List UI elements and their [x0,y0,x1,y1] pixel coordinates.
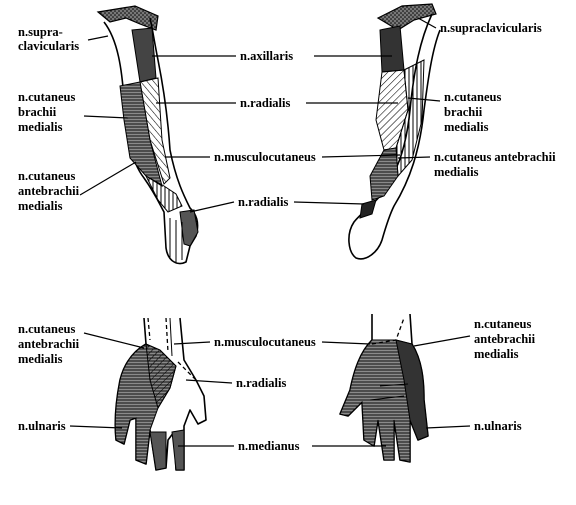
leader-cam-right [397,156,431,159]
right-arm-axillaris-zone [379,25,405,73]
label-hand-cutaneus-antebrachii-left-2: antebrachii [18,337,80,351]
label-cutaneus-brachii-right-1: n.cutaneus [444,90,501,104]
right-hand-illustration [339,313,429,463]
label-axillaris: n.axillaris [240,49,293,63]
left-arm-illustration [96,5,199,265]
label-radialis-upper: n.radialis [240,96,290,110]
label-cutaneus-brachii-right-3: medialis [444,120,489,134]
label-hand-cutaneus-antebrachii-right-3: medialis [474,347,519,361]
label-hand-medianus: n.medianus [238,439,300,453]
leader-cbm-left [83,115,129,119]
leader-musculo-right [321,154,401,158]
label-hand-radialis: n.radialis [236,376,286,390]
label-cutaneus-brachii-left-3: medialis [18,120,63,134]
left-arm-shoulder [96,5,159,31]
leader-cbm-right [407,97,441,102]
label-cutaneus-antebrachii-left-1: n.cutaneus [18,169,75,183]
leader-lines [69,17,471,447]
label-hand-cutaneus-antebrachii-left-1: n.cutaneus [18,322,75,336]
leader-hand-cam-left [83,332,145,349]
label-cutaneus-antebrachii-left-2: antebrachii [18,184,80,198]
label-supraclavicularis-left-2: clavicularis [18,39,79,53]
leader-radialis-lower-left [189,201,235,213]
label-hand-musculocutaneus: n.musculocutaneus [214,335,316,349]
right-arm-medial-zone [395,59,425,178]
label-hand-ulnaris-left: n.ulnaris [18,419,66,433]
label-hand-cutaneus-antebrachii-right-2: antebrachii [474,332,536,346]
label-cutaneus-antebrachii-right-1: n.cutaneus antebrachii [434,150,556,164]
left-hand-median-finger-1 [149,431,167,471]
right-arm-forearm-zone [369,147,399,201]
left-hand-median-finger-2 [171,429,185,471]
right-arm-hand-zone [359,199,377,219]
left-hand-medial-zone [145,343,177,410]
label-group: n.supra- clavicularis n.cutaneus brachii… [18,21,556,453]
label-hand-cutaneus-antebrachii-left-3: medialis [18,352,63,366]
leader-radialis-lower-right [293,201,365,205]
leader-hand-radialis [185,379,233,384]
label-musculocutaneus-arm: n.musculocutaneus [214,150,316,164]
label-cutaneus-brachii-right-2: brachii [444,105,483,119]
right-arm-illustration [348,3,441,260]
leader-supraclav-right [417,17,437,29]
label-supraclavicularis-right: n.supraclavicularis [440,21,542,35]
leader-hand-ulnaris-right [425,425,471,429]
leader-hand-musculo-left [173,341,211,345]
leader-hand-ulnaris-left [69,425,123,429]
label-hand-cutaneus-antebrachii-right-1: n.cutaneus [474,317,531,331]
left-arm-axillaris-zone [131,27,157,83]
leader-supraclav-left [87,35,109,41]
right-hand-ulnar-zone [395,339,429,441]
label-cutaneus-antebrachii-left-3: medialis [18,199,63,213]
left-arm-thumb-zone [179,209,199,247]
label-hand-ulnaris-right: n.ulnaris [474,419,522,433]
label-radialis-lower: n.radialis [238,195,288,209]
leader-cam-left [79,161,137,196]
left-arm-forearm-zone [144,174,183,213]
label-cutaneus-brachii-left-2: brachii [18,105,57,119]
label-cutaneus-antebrachii-right-2: medialis [434,165,479,179]
leader-hand-cam-right [413,335,471,347]
leader-hand-musculo-right [321,341,371,345]
label-supraclavicularis-left-1: n.supra- [18,25,63,39]
left-hand-illustration [114,317,207,471]
label-cutaneus-brachii-left-1: n.cutaneus [18,90,75,104]
